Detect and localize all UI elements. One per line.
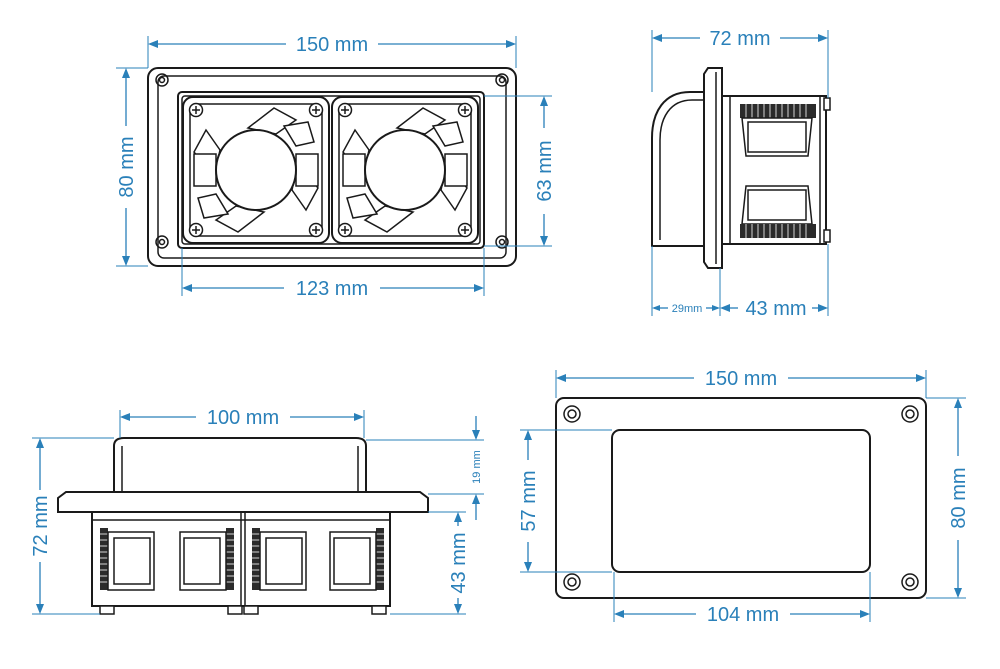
back-width-dimension: 150 mm [555, 368, 927, 398]
front-height-dimension: 80 mm [116, 67, 148, 267]
front-width-dimension: 150 mm [147, 34, 517, 68]
back-cutout-height-label: 57 mm [518, 470, 540, 531]
back-width-label: 150 mm [705, 368, 777, 390]
fan-right [332, 97, 478, 243]
side-width-dimension: 72 mm [651, 28, 829, 98]
back-cutout-height-dimension: 57 mm [518, 429, 612, 573]
top-handle-label: 19 mm [471, 450, 483, 484]
top-height-label: 72 mm [30, 495, 52, 556]
front-inner-width-dimension: 123 mm [181, 248, 485, 300]
back-height-label: 80 mm [948, 467, 970, 528]
top-depth-label: 43 mm [448, 532, 470, 593]
side-view [651, 67, 831, 269]
side-width-label: 72 mm [709, 28, 770, 50]
front-inner-height-dimension: 63 mm [484, 95, 556, 247]
side-front-depth-label: 29mm [672, 303, 703, 315]
back-cutout-width-label: 104 mm [707, 604, 779, 626]
top-width-label: 100 mm [207, 407, 279, 429]
side-back-depth-label: 43 mm [745, 298, 806, 320]
back-height-dimension: 80 mm [926, 397, 970, 599]
back-cutout-width-dimension: 104 mm [613, 572, 871, 626]
top-view [57, 437, 429, 615]
front-width-label: 150 mm [296, 34, 368, 56]
top-width-dimension: 100 mm [119, 407, 365, 438]
front-inner-height-label: 63 mm [534, 140, 556, 201]
front-height-label: 80 mm [116, 136, 138, 197]
front-inner-width-label: 123 mm [296, 278, 368, 300]
top-height-dimension: 72 mm [30, 437, 114, 615]
side-depth-dimensions: 29mm 43 mm [651, 244, 829, 320]
top-handle-dimension: 19 mm [366, 416, 484, 520]
front-view [147, 67, 517, 267]
fan-left [183, 97, 329, 243]
back-view [555, 397, 927, 599]
top-depth-dimension: 43 mm [390, 511, 470, 615]
